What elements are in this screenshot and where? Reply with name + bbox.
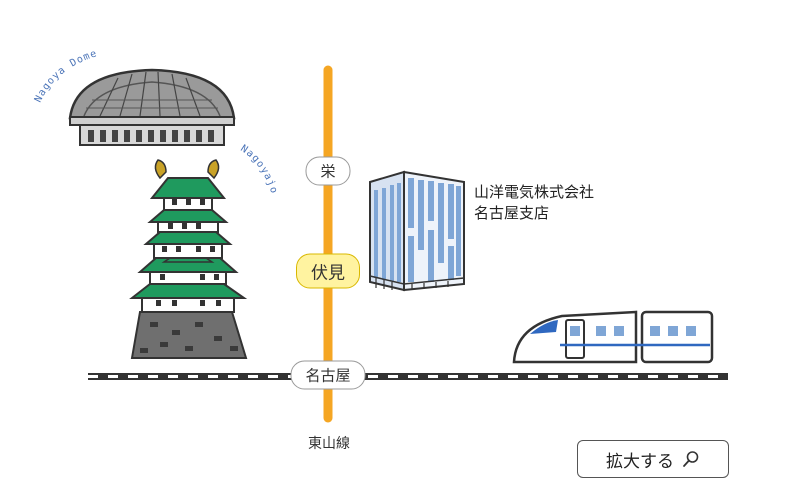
destination-label: 山洋電気株式会社 名古屋支店 <box>474 182 594 224</box>
magnifier-icon <box>683 451 699 467</box>
nagoya-dome-illustration: Nagoya Dome <box>33 48 236 146</box>
nagoyajo-label: Nagoyajo <box>238 143 279 195</box>
shinkansen-illustration <box>512 310 714 364</box>
nagoya-castle-illustration: Nagoyajo <box>129 143 279 359</box>
station-nagoya: 名古屋 <box>290 360 366 390</box>
station-fushimi: 伏見 <box>296 253 360 289</box>
subway-line-name: 東山線 <box>308 436 350 452</box>
railway-track <box>88 373 728 380</box>
zoom-button[interactable]: 拡大する <box>577 440 729 478</box>
zoom-button-label: 拡大する <box>606 451 674 472</box>
station-sakae: 栄 <box>305 156 351 186</box>
company-name: 山洋電気株式会社 <box>474 183 595 201</box>
office-building-illustration <box>369 170 465 292</box>
branch-office-name: 名古屋支店 <box>474 204 550 222</box>
